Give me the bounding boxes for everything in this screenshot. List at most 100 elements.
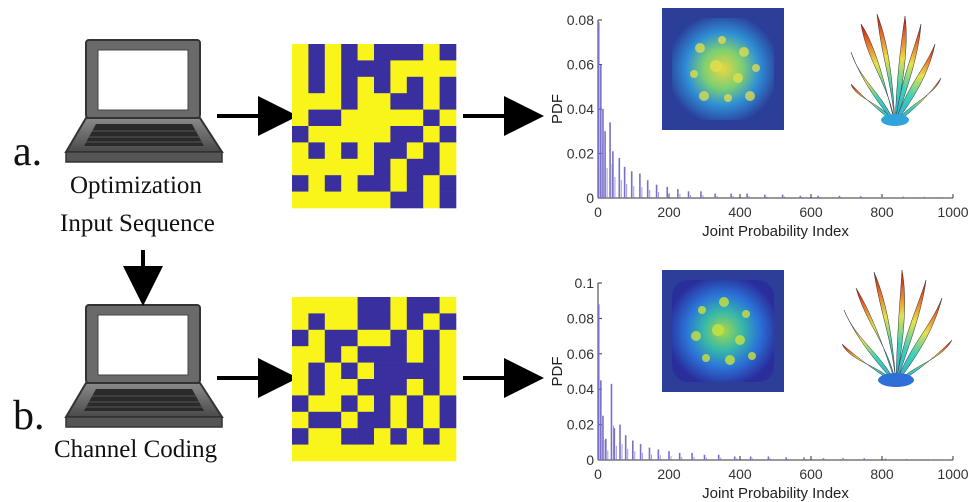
grid-cell (308, 158, 326, 176)
grid-cell (390, 313, 408, 331)
grid-cell (341, 191, 358, 209)
grid-cell (374, 109, 391, 127)
grid-cell (406, 297, 424, 314)
grid-cell (308, 142, 326, 160)
grid-cell (357, 395, 375, 413)
grid-cell (390, 411, 408, 429)
channel-coding-caption: Channel Coding (54, 436, 218, 463)
grid-cell (423, 297, 440, 314)
grid-cell (406, 329, 424, 347)
grid-cell (406, 395, 424, 413)
grid-cell (357, 142, 375, 160)
grid-cell (357, 44, 375, 61)
grid-cell (406, 109, 424, 127)
grid-cell (357, 444, 375, 462)
grid-cell (390, 297, 408, 314)
grid-cell (324, 313, 342, 331)
grid-cell (292, 109, 309, 127)
grid-cell (308, 313, 326, 331)
grid-cell (324, 297, 342, 314)
grid-cell (423, 411, 440, 429)
grid-cell (439, 379, 457, 396)
grid-cell (308, 395, 326, 413)
grid-cell (406, 191, 424, 209)
y-tick-label: 0.06 (567, 346, 594, 362)
grid-cell (357, 362, 375, 380)
grid-cell (292, 142, 309, 160)
grid-cell (423, 109, 440, 127)
grid-cell (292, 126, 309, 143)
grid-cell (341, 297, 358, 314)
grid-cell (439, 126, 457, 143)
grid-cell (406, 60, 424, 78)
grid-cell (308, 329, 326, 347)
grid-cell (292, 362, 309, 380)
grid-cell (439, 411, 457, 429)
grid-cell (341, 411, 358, 429)
grid-cell (406, 411, 424, 429)
grid-cell (324, 379, 342, 396)
grid-cell (308, 126, 326, 143)
grid-cell (374, 428, 391, 445)
grid-cell (390, 444, 408, 462)
y-tick-label: 0.04 (567, 101, 594, 117)
grid-cell (374, 175, 391, 192)
y-tick-label: 0.08 (567, 12, 594, 28)
grid-cell (374, 346, 391, 363)
grid-cell (357, 60, 375, 78)
x-tick-label: 200 (657, 466, 681, 482)
grid-cell (357, 109, 375, 127)
y-tick-label: 0.1 (575, 275, 595, 291)
grid-cell (308, 175, 326, 192)
grid-cell (439, 142, 457, 160)
grid-cell (341, 60, 358, 78)
grid-cell (423, 379, 440, 396)
grid-cell (324, 60, 342, 78)
grid-cell (357, 191, 375, 209)
grid-cell (341, 428, 358, 445)
grid-cell (308, 191, 326, 209)
grid-cell (390, 191, 408, 209)
grid-cell (374, 444, 391, 462)
grid-cell (406, 313, 424, 331)
grid-cell (406, 379, 424, 396)
grid-cell (341, 329, 358, 347)
grid-cell (324, 329, 342, 347)
grid-cell (292, 395, 309, 413)
grid-cell (292, 444, 309, 462)
y-axis-label: PDF (549, 94, 566, 124)
grid-cell (308, 379, 326, 396)
grid-cell (390, 93, 408, 110)
x-tick-label: 0 (594, 204, 602, 220)
grid-cell (341, 142, 358, 160)
x-tick-label: 800 (870, 466, 894, 482)
input-sequence-label: Input Sequence (60, 210, 215, 237)
grid-cell (439, 175, 457, 192)
grid-cell (308, 444, 326, 462)
near-field-pattern-image-b (662, 270, 784, 392)
grid-cell (439, 60, 457, 78)
grid-cell (324, 93, 342, 110)
y-tick-label: 0.02 (567, 417, 594, 433)
laptop-icon (64, 304, 224, 428)
panel-label-b: b. (13, 393, 45, 439)
grid-cell (439, 313, 457, 331)
grid-cell (357, 158, 375, 176)
grid-cell (423, 158, 440, 176)
x-tick-label: 200 (657, 204, 681, 220)
grid-cell (292, 411, 309, 429)
grid-cell (406, 346, 424, 363)
grid-cell (390, 126, 408, 143)
grid-cell (390, 60, 408, 78)
grid-cell (374, 60, 391, 78)
grid-cell (324, 395, 342, 413)
grid-cell (357, 297, 375, 314)
near-field-pattern-image-a (662, 8, 784, 130)
grid-cell (423, 428, 440, 445)
grid-cell (324, 411, 342, 429)
x-tick-label: 800 (870, 204, 894, 220)
y-tick-label: 0.06 (567, 57, 594, 73)
grid-cell (292, 297, 309, 314)
grid-cell (357, 329, 375, 347)
grid-cell (390, 379, 408, 396)
